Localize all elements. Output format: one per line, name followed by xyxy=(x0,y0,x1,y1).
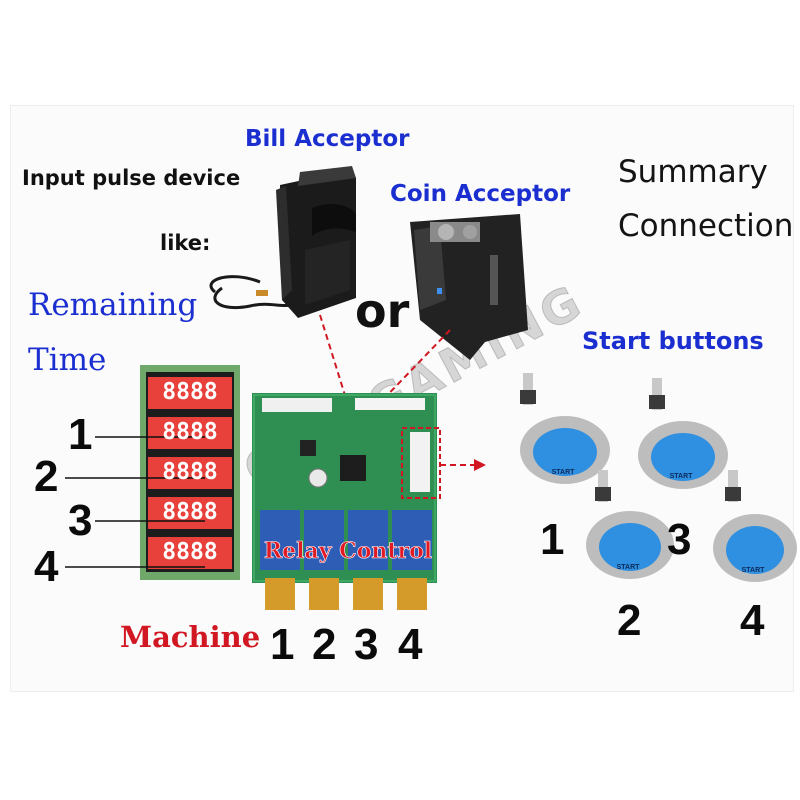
start-button-1: START xyxy=(520,373,610,484)
machine-number-4: 4 xyxy=(398,620,422,670)
display-row-1-readout: 8888 xyxy=(149,379,231,405)
start-button-number-1: 1 xyxy=(540,515,564,565)
display-row-4-readout: 8888 xyxy=(149,499,231,525)
terminal-4 xyxy=(397,578,427,610)
display-row-2-readout: 8888 xyxy=(149,419,231,445)
start-button-4: START xyxy=(713,470,797,582)
display-row-5-readout: 8888 xyxy=(149,539,231,565)
start-button-number-3: 3 xyxy=(667,515,691,565)
machine-number-2: 2 xyxy=(312,620,336,670)
display-row-number-2: 2 xyxy=(34,452,58,502)
controller-pcb xyxy=(252,393,486,610)
start-button-number-4: 4 xyxy=(740,596,764,646)
start-button-1-cap-text: START xyxy=(552,469,576,476)
coin-acceptor-device xyxy=(410,214,528,360)
display-row-3-readout: 8888 xyxy=(149,459,231,485)
display-row-number-1: 1 xyxy=(68,410,92,460)
display-row-number-3: 3 xyxy=(68,496,92,546)
display-row-number-4: 4 xyxy=(34,542,58,592)
start-button-2-cap-text: START xyxy=(617,564,641,571)
bill-acceptor-device xyxy=(211,166,356,318)
start-button-number-2: 2 xyxy=(617,596,641,646)
machine-number-3: 3 xyxy=(354,620,378,670)
terminal-3 xyxy=(353,578,383,610)
start-button-4-cap-text: START xyxy=(742,567,766,574)
terminal-2 xyxy=(309,578,339,610)
start-button-3-cap-text: START xyxy=(670,473,694,480)
output-arrow-icon xyxy=(474,459,486,471)
start-button-3: START xyxy=(638,378,728,489)
start-button-2: START xyxy=(586,470,674,579)
terminal-1 xyxy=(265,578,295,610)
bill-connection-line xyxy=(320,315,348,405)
relay-control-label: Relay Control xyxy=(264,538,432,564)
machine-number-1: 1 xyxy=(270,620,294,670)
